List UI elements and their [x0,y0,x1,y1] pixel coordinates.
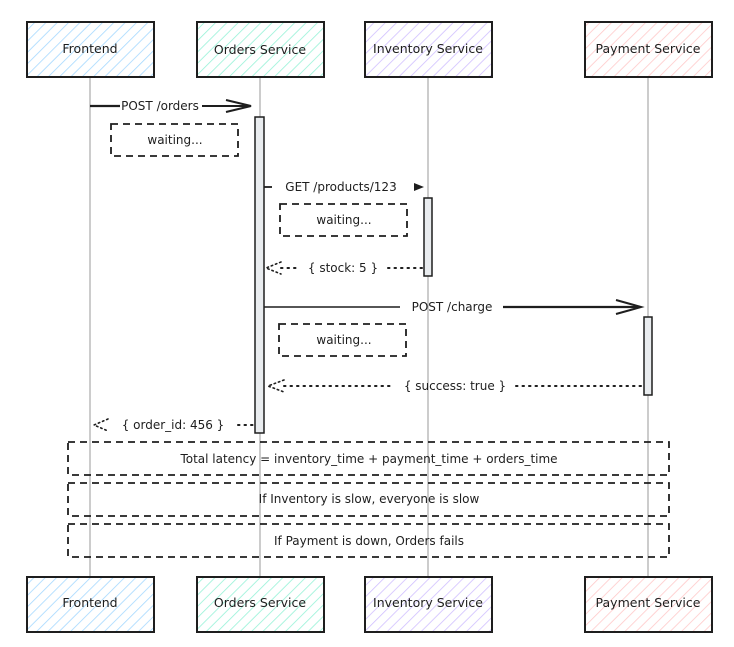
participant-frontend-bottom[interactable]: Frontend [26,576,155,633]
participant-frontend-top[interactable]: Frontend [26,21,155,78]
message-label: POST /charge [412,300,493,314]
activation-payment [643,316,653,396]
note-inventory-slow: If Inventory is slow, everyone is slow [67,482,670,517]
participant-inventory-bottom[interactable]: Inventory Service [364,576,493,633]
message-post-charge[interactable]: POST /charge [264,299,645,315]
participant-payment-top[interactable]: Payment Service [584,21,713,78]
participant-label: Inventory Service [373,41,483,56]
participant-label: Orders Service [214,42,307,57]
message-label: GET /products/123 [285,180,396,194]
message-label: POST /orders [121,99,199,113]
message-label: { stock: 5 } [308,261,378,275]
waiting-label: waiting... [316,333,371,347]
participant-inventory-top[interactable]: Inventory Service [364,21,493,78]
participant-label: Payment Service [596,595,701,610]
message-success-response[interactable]: { success: true } [265,379,644,393]
participant-label: Payment Service [596,41,701,56]
waiting-note: waiting... [110,123,239,157]
activation-inventory [423,197,433,277]
open-arrowhead-icon [91,418,109,432]
open-arrowhead-icon [265,379,285,393]
note-payment-down: If Payment is down, Orders fails [67,523,670,558]
activation-orders [254,116,265,434]
participant-orders-top[interactable]: Orders Service [196,21,325,78]
message-post-orders[interactable]: POST /orders [90,99,252,113]
message-stock-response[interactable]: { stock: 5 } [263,261,424,275]
open-arrowhead-icon [263,261,282,275]
participant-orders-bottom[interactable]: Orders Service [196,576,325,633]
arrowhead-icon [225,99,252,113]
participant-label: Frontend [62,595,117,610]
waiting-label: waiting... [316,213,371,227]
note-label: Total latency = inventory_time + payment… [179,452,557,466]
message-label: { success: true } [404,379,506,393]
participant-label: Inventory Service [373,595,483,610]
waiting-label: waiting... [147,133,202,147]
waiting-note: waiting... [278,323,407,357]
note-label: If Inventory is slow, everyone is slow [259,492,480,506]
participant-payment-bottom[interactable]: Payment Service [584,576,713,633]
message-order-response[interactable]: { order_id: 456 } [91,418,255,432]
arrowhead-icon [615,299,645,315]
message-label: { order_id: 456 } [122,418,225,432]
arrowhead-icon [414,183,424,191]
note-total-latency: Total latency = inventory_time + payment… [67,441,670,476]
message-get-products[interactable]: GET /products/123 [264,180,424,194]
waiting-note: waiting... [279,203,408,237]
participant-label: Frontend [62,41,117,56]
participant-label: Orders Service [214,595,307,610]
note-label: If Payment is down, Orders fails [274,534,464,548]
